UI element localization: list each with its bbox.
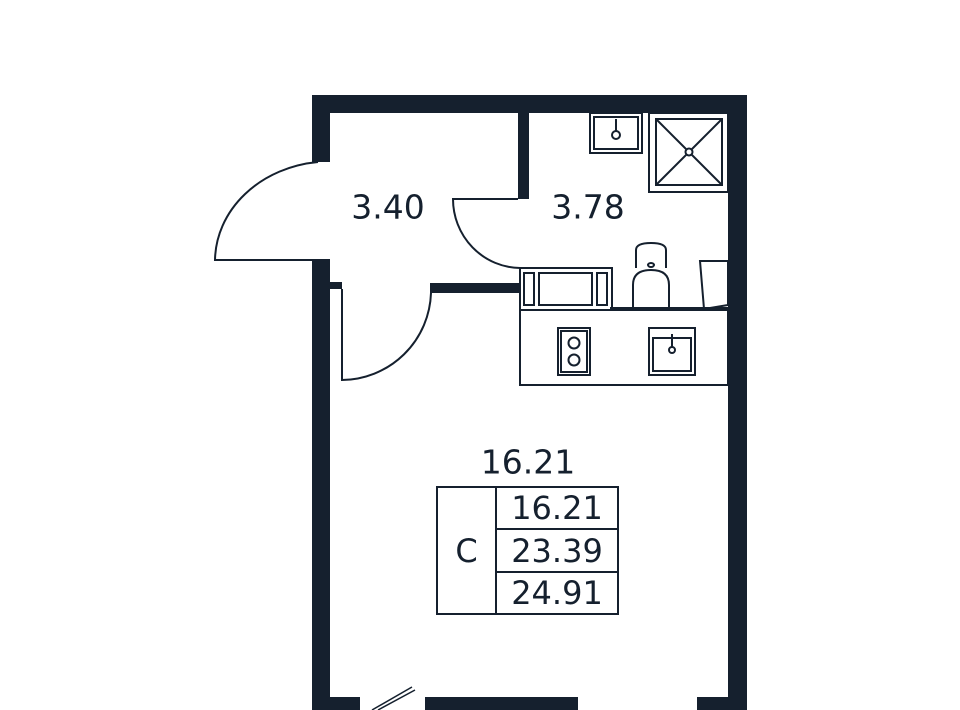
hall-area-label: 3.40	[351, 187, 425, 227]
wall-bottom-3	[697, 697, 747, 710]
wall-left-lower	[312, 260, 330, 710]
stove-icon	[557, 327, 591, 376]
water-heater-icon	[698, 260, 729, 311]
summary-table-grid	[436, 486, 619, 615]
wall-top	[312, 95, 747, 113]
wall-right	[728, 95, 747, 710]
hall-door-swing	[341, 289, 432, 382]
wall-bottom-1	[312, 697, 360, 710]
wall-left-upper	[312, 95, 330, 162]
shower-icon	[648, 112, 729, 193]
apartment-type-label: C	[455, 531, 478, 570]
living-area-label: 16.21	[480, 442, 576, 482]
table-total-area: 23.39	[511, 531, 603, 570]
table-total-with-balcony: 24.91	[511, 574, 603, 612]
wall-partition-vertical	[518, 113, 529, 199]
toilet-icon	[632, 241, 670, 308]
sink-top-icon	[589, 112, 643, 154]
entrance-door-swing	[213, 161, 330, 261]
kitchen-counter	[519, 309, 729, 386]
wall-partition-horizontal	[430, 283, 520, 293]
door-jamb	[330, 282, 342, 289]
bathroom-area-label: 3.78	[551, 187, 625, 227]
wall-bottom-2	[425, 697, 578, 710]
balcony-door-icon	[371, 686, 416, 710]
washing-machine-icon	[519, 267, 613, 311]
table-living-area: 16.21	[511, 489, 603, 527]
bathroom-door-swing	[451, 198, 521, 269]
walls	[312, 95, 747, 710]
kitchen-sink-icon	[648, 327, 696, 376]
